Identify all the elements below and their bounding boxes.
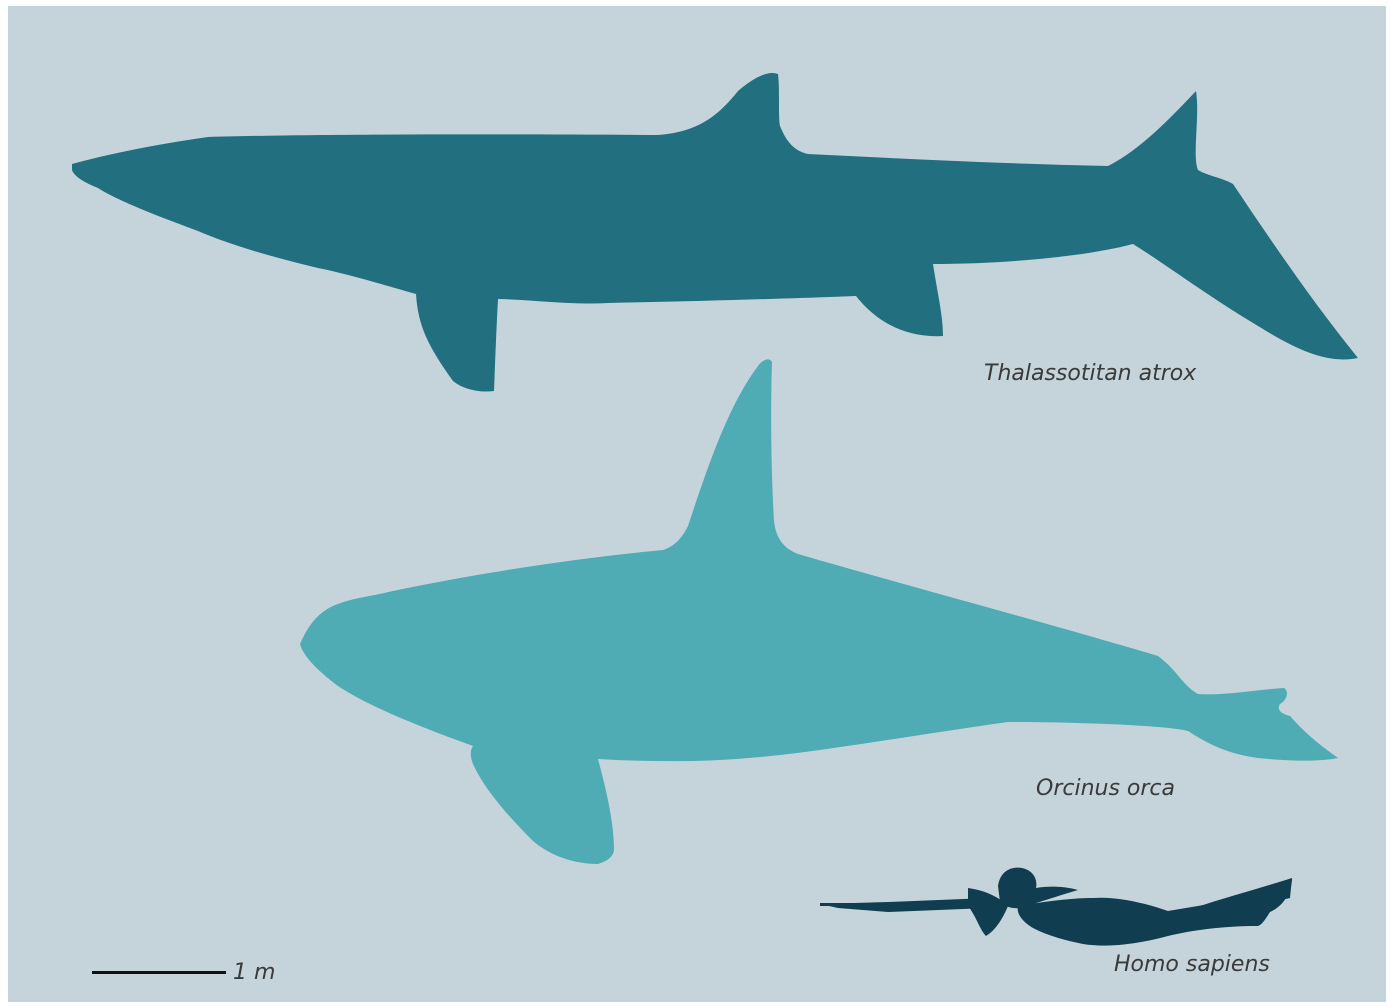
thalassotitan-label: Thalassotitan atrox [984, 361, 1196, 386]
orca-silhouette [300, 359, 1338, 864]
scale-bar-label: 1 m [233, 960, 275, 985]
thalassotitan-silhouette [72, 73, 1358, 392]
spear-tip-shape [820, 903, 860, 906]
scale-bar-line [92, 971, 226, 974]
human-silhouette [820, 868, 1292, 946]
size-comparison-figure: Thalassotitan atrox Orcinus orca Homo sa… [8, 6, 1386, 1002]
homo-sapiens-label: Homo sapiens [1114, 952, 1270, 977]
silhouette-layer [8, 6, 1386, 1002]
orca-label: Orcinus orca [1036, 776, 1175, 801]
